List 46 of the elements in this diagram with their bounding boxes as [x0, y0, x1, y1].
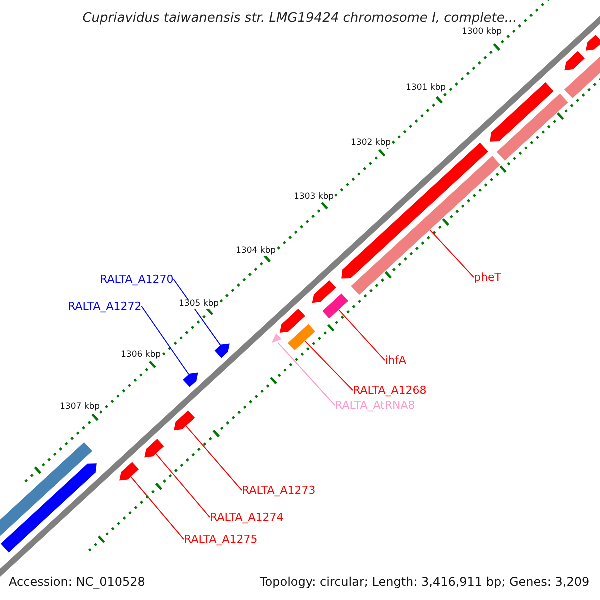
gene-block: [564, 51, 585, 71]
leader-line: [156, 453, 210, 518]
scale-label: 1307 kbp: [60, 403, 100, 412]
leader-line: [141, 306, 190, 376]
gene-block: [0, 464, 97, 553]
gene-label: pheT: [474, 272, 502, 283]
gene-label: RALTA_A1274: [210, 512, 284, 523]
gene-bar: [564, 57, 600, 98]
gene-bar: [351, 156, 501, 296]
gene-bar: [322, 294, 348, 319]
gene-label: RALTA_A1272: [68, 301, 142, 312]
scale-label: 1300 kbp: [462, 28, 502, 36]
gene-label: RALTA_A1275: [184, 534, 258, 545]
info-text: Accession: NC_010528: [9, 576, 146, 588]
gene-label: RALTA_A1268: [353, 385, 427, 396]
gene-block: [586, 35, 600, 51]
scale-label: 1302 kbp: [351, 139, 392, 148]
leader-line: [430, 230, 474, 278]
leader-line: [186, 426, 242, 491]
trna-triangle: [272, 334, 282, 344]
leader-line: [173, 279, 222, 346]
gene-block: [183, 372, 198, 388]
gene-label: ihfA: [385, 355, 406, 366]
gene-block: [490, 82, 554, 142]
gene-label: RALTA_AtRNA8: [335, 400, 416, 411]
gene-bar: [288, 324, 316, 351]
leader-line: [130, 476, 184, 540]
gene-block: [312, 280, 336, 304]
gene-bar: [496, 94, 568, 161]
scale-label: 1306 kbp: [121, 351, 162, 360]
title: Cupriavidus taiwanensis str. LMG19424 chromosome I, complete...: [82, 12, 518, 25]
gene-block: [144, 439, 164, 458]
gene-label: RALTA_A1273: [242, 485, 316, 496]
scale-label: 1305 kbp: [179, 300, 220, 308]
info-text: Topology: circular; Length: 3,416,911 bp; Genes: 3,209: [260, 576, 590, 588]
gene-label: RALTA_A1270: [100, 274, 174, 285]
gene-block: [120, 462, 140, 481]
gene-block: [280, 308, 306, 333]
gene-block: [174, 410, 196, 431]
leader-line: [338, 309, 386, 361]
scale-label: 1303 kbp: [294, 193, 334, 202]
gene-block: [214, 344, 230, 358]
leader-line: [278, 342, 336, 406]
scale-label: 1301 kbp: [406, 84, 446, 92]
scale-label: 1304 kbp: [236, 247, 276, 256]
leader-line: [304, 340, 354, 391]
